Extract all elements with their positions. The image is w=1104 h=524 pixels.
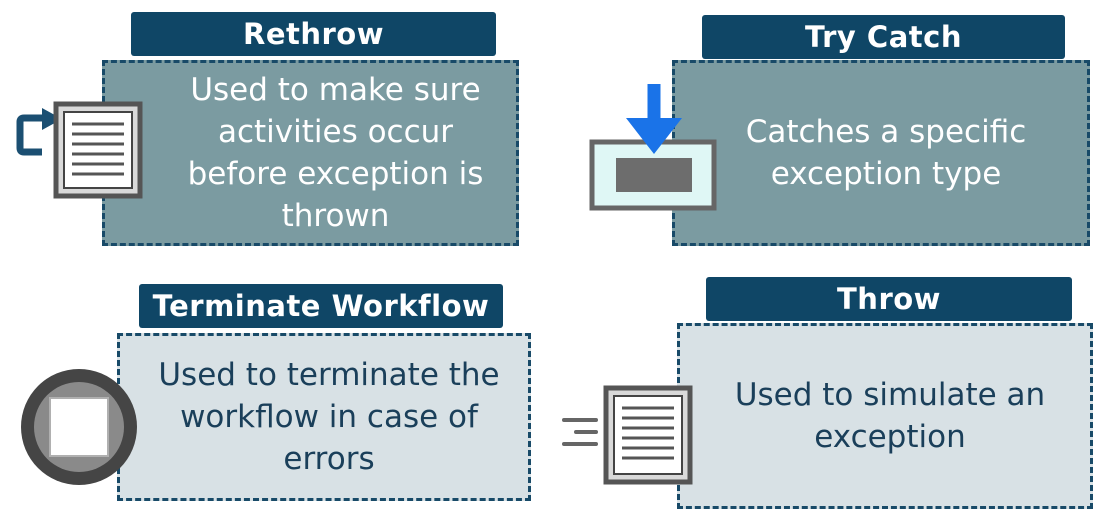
throw-document-icon [562,385,693,485]
rethrow-title: Rethrow [131,12,496,56]
try-catch-description: Catches a specific exception type [745,114,1027,192]
throw-title: Throw [706,277,1072,321]
rethrow-description-box: Used to make sure activities occur befor… [102,60,519,246]
throw-description: Used to simulate an exception [734,377,1046,455]
stop-circle-icon [21,369,137,485]
terminate-workflow-description-box: Used to terminate the workflow in case o… [117,333,531,501]
catch-tray-icon [589,84,717,211]
throw-description-box: Used to simulate an exception [677,323,1093,509]
rethrow-description: Used to make sure activities occur befor… [187,72,484,234]
terminate-workflow-title: Terminate Workflow [139,284,503,328]
try-catch-description-box: Catches a specific exception type [672,60,1090,246]
try-catch-title: Try Catch [702,15,1065,59]
rethrow-document-icon [16,101,143,199]
terminate-workflow-description: Used to terminate the workflow in case o… [158,357,500,477]
